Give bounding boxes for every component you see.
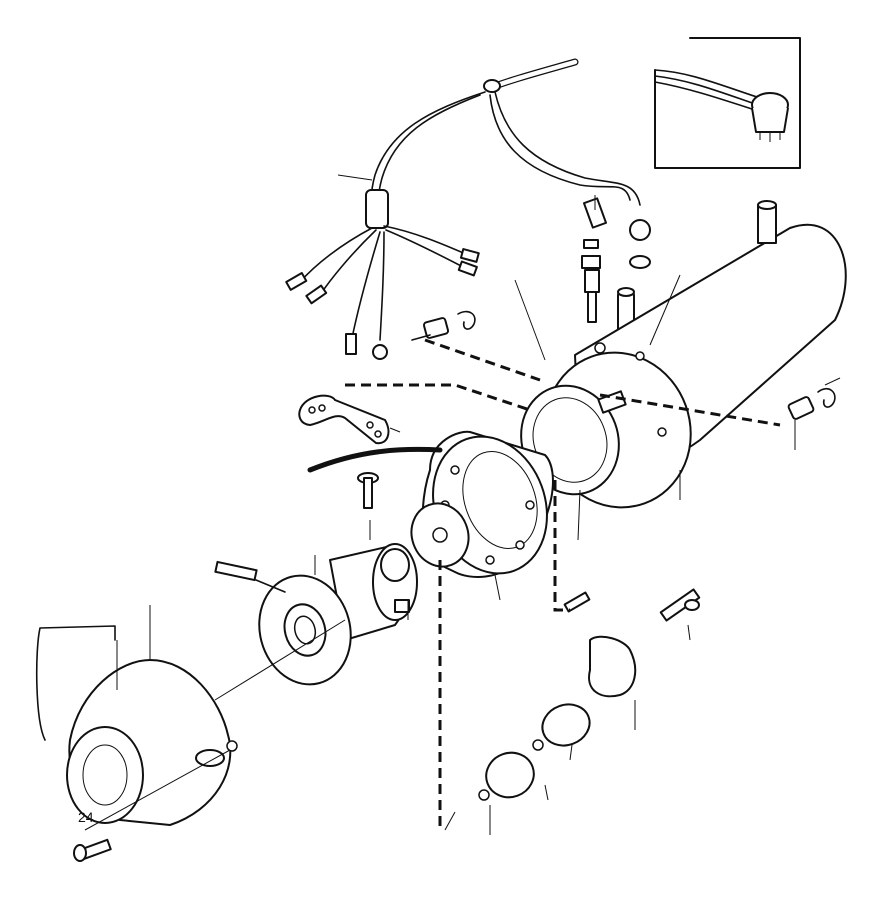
sensor-assembly [581,197,651,333]
fuel-pump-parts [478,588,701,801]
fan-wheel [258,574,352,686]
seal-disc [410,502,470,568]
mounting-bracket [298,394,390,445]
connector-plug [214,560,286,593]
screw-top [357,472,379,509]
inset-detail-box [654,37,801,169]
wiring-harness [285,58,641,360]
curved-cable [307,446,443,473]
part-number-label: 24 [78,809,94,825]
screw-middle [563,591,591,613]
cover-screw [73,838,112,862]
part-leader-lines [84,174,841,835]
temperature-sensor-left [411,310,476,341]
temperature-sensor-right [787,387,836,420]
wire-clip [35,625,116,741]
air-intake-cover [66,659,238,826]
dashed-leader-lines [345,338,781,830]
fan-motor [329,543,418,641]
